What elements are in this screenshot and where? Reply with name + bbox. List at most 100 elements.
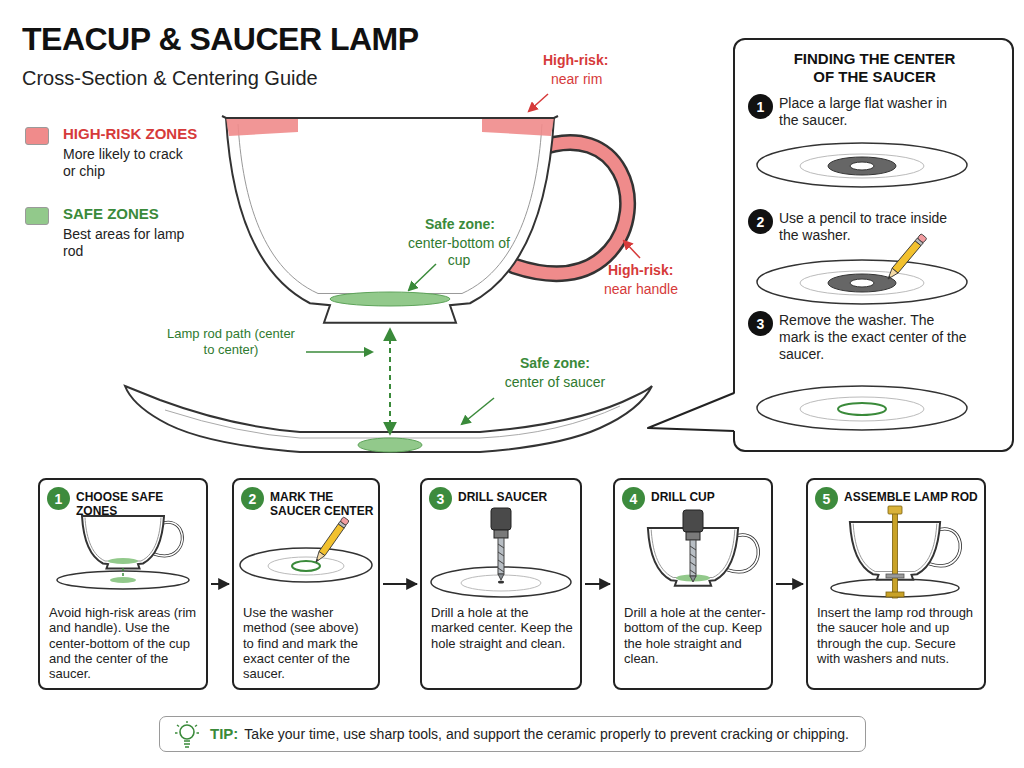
center-mark xyxy=(838,403,886,415)
callout-number: 2 xyxy=(249,492,257,506)
annotation-text: near handle xyxy=(604,281,678,298)
saucer-safe-zone xyxy=(358,438,422,452)
mini-safe-zone xyxy=(108,558,138,564)
panel-step-text: Place a large flat washer in the saucer. xyxy=(779,95,959,129)
step-heading: DRILL SAUCER xyxy=(458,490,576,504)
rod-path xyxy=(389,330,391,433)
legend-text: SAFE ZONES xyxy=(63,205,159,223)
callout-edge xyxy=(648,393,734,431)
legend-swatch xyxy=(25,127,49,145)
centering-panel: FINDING THE CENTER OF THE SAUCER Place a … xyxy=(733,38,1014,452)
annotation-heading: Safe zone: xyxy=(500,355,610,372)
tip-heading: TIP: xyxy=(210,725,238,743)
step-number-circle: 1 xyxy=(748,94,773,119)
annotation-text: Lamp rod path (center to center) xyxy=(160,326,302,357)
saucer-top-view xyxy=(757,260,967,304)
step-box: DRILL SAUCER Drill a hole at the marked c… xyxy=(420,478,582,690)
drill xyxy=(683,510,703,582)
panel-step-text: Remove the washer. The mark is the exact… xyxy=(779,312,969,362)
step-heading: ASSEMBLE LAMP ROD xyxy=(844,490,980,504)
saucer-well xyxy=(800,397,924,421)
step-number-circle: 3 xyxy=(748,311,773,336)
step-text: Use the washer method (see above) to fin… xyxy=(243,605,373,682)
legend-description: More likely to crack or chip xyxy=(63,146,198,180)
drill xyxy=(491,508,511,580)
tip-box: TIP: Take your time, use sharp tools, and… xyxy=(159,716,866,752)
step-number-circle: 2 xyxy=(748,209,773,234)
step-number-circle: 3 xyxy=(429,487,452,510)
callout-number: 4 xyxy=(630,492,638,506)
step-number-circle: 2 xyxy=(241,487,264,510)
lamp-rod xyxy=(893,512,898,598)
panel-step-text: Use a pencil to trace inside the washer. xyxy=(779,210,959,244)
mini-rod-path xyxy=(122,568,124,578)
legend-text: HIGH-RISK ZONES xyxy=(63,125,197,143)
legend-swatch xyxy=(25,207,49,225)
flow-arrow xyxy=(776,583,803,585)
pencil xyxy=(885,234,927,282)
washer xyxy=(828,274,896,292)
pencil xyxy=(313,517,349,564)
step-text: Drill a hole at the center-bottom of the… xyxy=(624,605,766,666)
callout-number: 2 xyxy=(757,215,765,229)
callout-number: 3 xyxy=(437,492,445,506)
callout-number: 3 xyxy=(757,317,765,331)
callout-fill xyxy=(648,393,736,431)
bulb-icon xyxy=(174,720,200,750)
callout-number: 5 xyxy=(823,492,831,506)
leader-arrow xyxy=(306,351,372,353)
rim-risk-zone xyxy=(482,118,554,136)
step-number-circle: 1 xyxy=(47,487,70,510)
step-text: Avoid high-risk areas (rim and handle). … xyxy=(49,605,201,682)
callout-pointer xyxy=(630,380,742,440)
step-heading: CHOOSE SAFE ZONES xyxy=(76,490,202,519)
flow-arrow xyxy=(211,583,229,585)
step-text: Drill a hole at the marked center. Keep … xyxy=(431,605,575,651)
rod-socket xyxy=(888,506,902,514)
washer xyxy=(828,157,896,175)
flow-arrow xyxy=(585,583,610,585)
cup-safe-zone xyxy=(330,292,450,306)
saucer-top-view xyxy=(757,386,967,430)
step-box: CHOOSE SAFE ZONES Avoid high-risk areas (… xyxy=(38,478,208,690)
annotation-heading: High-risk: xyxy=(608,262,673,279)
leader-arrow xyxy=(624,241,640,258)
annotation-text: center of saucer xyxy=(490,374,620,391)
rim-risk-zone xyxy=(226,118,298,136)
leader-arrow xyxy=(462,398,494,424)
callout-number: 1 xyxy=(55,492,63,506)
mini-saucer xyxy=(240,548,372,582)
annotation-heading: High-risk: xyxy=(543,52,608,69)
tip-text: Take your time, use sharp tools, and sup… xyxy=(244,726,849,743)
rim-line xyxy=(222,116,558,118)
annotation-text: center-bottom of cup xyxy=(404,235,514,269)
panel-heading: FINDING THE CENTER OF THE SAUCER xyxy=(787,50,962,86)
saucer-well xyxy=(800,271,924,295)
mini-safe-zone xyxy=(110,577,136,583)
bulb-glass xyxy=(180,725,194,739)
step-number-circle: 4 xyxy=(622,487,645,510)
saucer-top-view xyxy=(757,143,967,187)
washer-hole xyxy=(850,279,874,287)
flow-arrow xyxy=(383,583,417,585)
mini-cup xyxy=(82,516,164,569)
step-heading: MARK THE SAUCER CENTER xyxy=(270,490,374,519)
leader-arrow xyxy=(529,94,548,111)
bulb-rays xyxy=(175,721,199,747)
annotation-heading: Safe zone: xyxy=(410,216,510,233)
saucer-well xyxy=(800,154,924,178)
cup-section xyxy=(226,118,554,323)
washer-hole xyxy=(850,162,874,170)
leader-arrow xyxy=(409,264,436,290)
step-box: MARK THE SAUCER CENTER Use the washer met… xyxy=(232,478,380,690)
annotation-text: near rim xyxy=(551,71,602,88)
legend-description: Best areas for lamp rod xyxy=(63,226,188,260)
step-text: Insert the lamp rod through the saucer h… xyxy=(817,605,979,666)
nut xyxy=(886,592,904,597)
saucer-section xyxy=(125,386,652,452)
washer xyxy=(886,574,904,578)
step-heading: DRILL CUP xyxy=(651,490,767,504)
saucer-inner-line xyxy=(165,406,620,438)
step-box: DRILL CUP Drill a hole at the center-bott… xyxy=(613,478,773,690)
subtitle: Cross-Section & Centering Guide xyxy=(22,66,318,90)
